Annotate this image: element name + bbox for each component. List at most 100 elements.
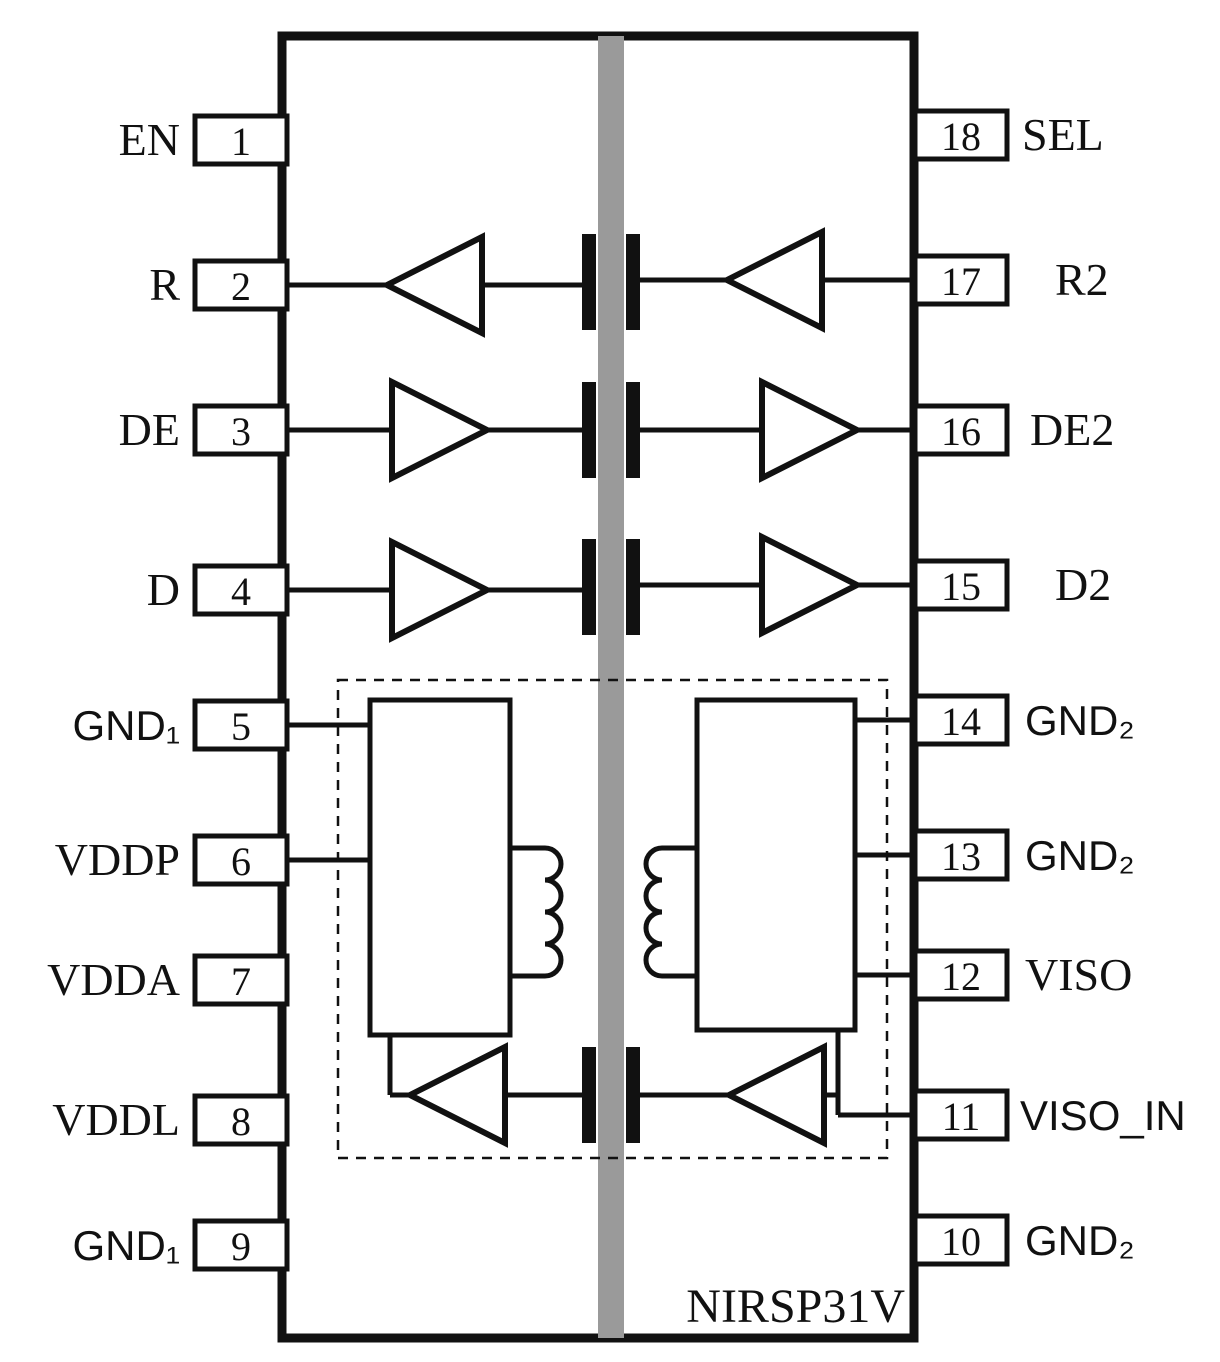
pin-number: 14 xyxy=(941,699,981,744)
pin-number: 16 xyxy=(941,409,981,454)
pin-number: 7 xyxy=(231,959,251,1004)
pin-left-3: 3 DE xyxy=(119,403,290,457)
pin-label: GND₂ xyxy=(1025,1217,1135,1264)
pin-number: 1 xyxy=(231,119,251,164)
isolation-cap-icon xyxy=(582,234,596,330)
pin-right-13: 13 GND₂ xyxy=(912,828,1135,882)
receiver-triangle-icon xyxy=(380,232,485,338)
pin-box xyxy=(912,1088,1010,1142)
isolation-caps xyxy=(582,234,640,1143)
pin-box xyxy=(192,698,290,752)
feedback-triangle-icon xyxy=(403,1042,508,1148)
pin-label: GND₂ xyxy=(1025,697,1135,744)
pin-number: 6 xyxy=(231,839,251,884)
pin-label: R xyxy=(149,259,180,310)
pin-label: D xyxy=(147,564,180,615)
pin-label: GND₁ xyxy=(72,702,180,749)
pin-number: 2 xyxy=(231,264,251,309)
power-isolation-dashed-box xyxy=(336,678,889,1160)
pin-number: 11 xyxy=(942,1094,981,1139)
pin-left-9: 9 GND₁ xyxy=(72,1218,290,1272)
pin-left-6: 6 VDDP xyxy=(55,833,290,887)
pin-label: DE xyxy=(119,404,180,455)
pin-right-16: 16 DE2 xyxy=(912,403,1114,457)
pin-number: 5 xyxy=(231,704,251,749)
pin-box xyxy=(912,108,1010,162)
transformer-primary-coil-icon xyxy=(510,845,564,979)
pin-number: 10 xyxy=(941,1219,981,1264)
pin-label: EN xyxy=(119,114,180,165)
isolation-cap-icon xyxy=(626,1047,640,1143)
pin-box xyxy=(192,563,290,617)
pin-left-2: 2 R xyxy=(149,258,290,312)
pin-box xyxy=(192,1218,290,1272)
driver-triangle-icon xyxy=(389,377,494,483)
transformer-secondary-coil-icon xyxy=(643,845,697,979)
pin-right-14: 14 GND₂ xyxy=(912,693,1135,747)
pin-label: VISO xyxy=(1025,949,1132,1000)
isolation-cap-icon xyxy=(582,382,596,478)
isolation-barrier xyxy=(598,36,624,1338)
isolation-cap-icon xyxy=(626,234,640,330)
pin-right-10: 10 GND₂ xyxy=(912,1213,1135,1267)
receiver-triangle-icon xyxy=(720,227,825,333)
pin-label: DE2 xyxy=(1030,404,1114,455)
isolation-cap-icon xyxy=(582,1047,596,1143)
isolation-cap-icon xyxy=(626,382,640,478)
primary-converter-block xyxy=(367,697,513,1038)
channel-de xyxy=(287,377,915,483)
pin-right-12: 12 VISO xyxy=(912,948,1132,1002)
pin-number: 9 xyxy=(231,1224,251,1269)
pin-left-1: 1 EN xyxy=(119,113,290,167)
pin-box xyxy=(912,828,1010,882)
driver-triangle-icon xyxy=(759,377,864,483)
pin-box xyxy=(192,1093,290,1147)
pin-label: VISO_IN xyxy=(1020,1092,1186,1139)
pin-box xyxy=(912,1213,1010,1267)
pin-right-15: 15 D2 xyxy=(912,558,1111,612)
pin-number: 8 xyxy=(231,1099,251,1144)
pin-number: 15 xyxy=(941,564,981,609)
pin-box xyxy=(912,558,1010,612)
pin-label: VDDL xyxy=(52,1094,180,1145)
isolation-cap-icon xyxy=(626,539,640,635)
isolation-cap-icon xyxy=(582,539,596,635)
pin-right-18: 18 SEL xyxy=(912,108,1104,162)
pin-label: SEL xyxy=(1022,109,1104,160)
pin-number: 17 xyxy=(941,259,981,304)
pin-number: 13 xyxy=(941,834,981,879)
pin-box xyxy=(192,258,290,312)
pin-box xyxy=(912,403,1010,457)
pin-left-4: 4 D xyxy=(147,563,290,617)
driver-triangle-icon xyxy=(389,537,494,643)
pin-number: 4 xyxy=(231,569,251,614)
pin-box xyxy=(192,403,290,457)
power-section xyxy=(287,697,915,1148)
pin-left-7: 7 VDDA xyxy=(47,953,290,1007)
pin-box xyxy=(912,253,1010,307)
pin-label: VDDA xyxy=(47,954,180,1005)
pin-number: 3 xyxy=(231,409,251,454)
pin-box xyxy=(192,113,290,167)
pin-label: GND₁ xyxy=(72,1222,180,1269)
pin-right-17: 17 R2 xyxy=(912,253,1109,307)
pin-number: 12 xyxy=(941,954,981,999)
secondary-converter-block xyxy=(694,697,858,1033)
pin-left-5: 5 GND₁ xyxy=(72,698,290,752)
pin-label: R2 xyxy=(1055,254,1109,305)
channel-d xyxy=(287,532,915,643)
driver-triangle-icon xyxy=(759,532,864,638)
pin-label: D2 xyxy=(1055,559,1111,610)
channel-r xyxy=(287,227,915,338)
pin-box xyxy=(912,693,1010,747)
pin-box xyxy=(192,833,290,887)
pin-right-11: 11 VISO_IN xyxy=(912,1088,1186,1142)
chip-name: NIRSP31V xyxy=(686,1280,905,1333)
pin-label: GND₂ xyxy=(1025,832,1135,879)
pin-box xyxy=(912,948,1010,1002)
feedback-triangle-icon xyxy=(722,1042,827,1148)
pin-left-8: 8 VDDL xyxy=(52,1093,290,1147)
pin-label: VDDP xyxy=(55,834,180,885)
